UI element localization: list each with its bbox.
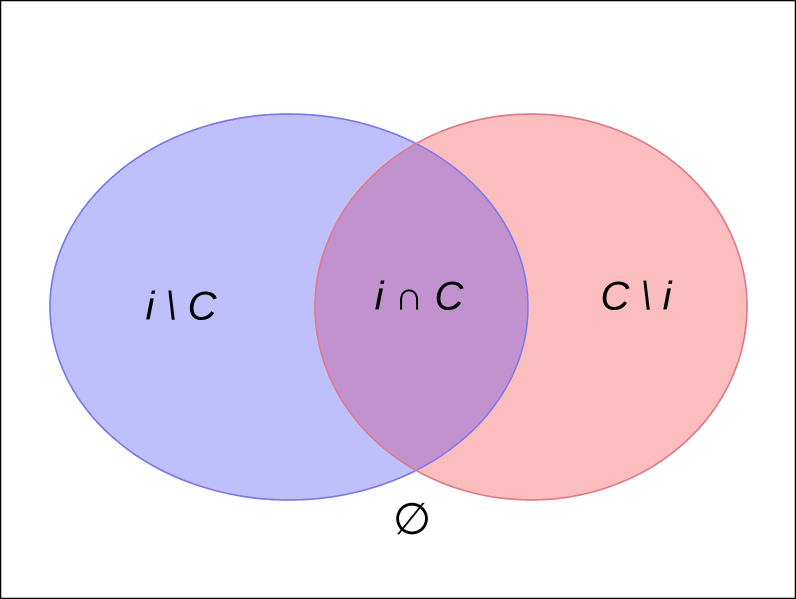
set-i-outline <box>49 113 529 501</box>
intersection-label: i ∩ C <box>375 275 465 319</box>
left-only-label: i \ C <box>145 285 217 329</box>
set-c-outline <box>314 113 748 501</box>
right-only-label: C \ i <box>600 275 672 319</box>
empty-set-label: ∅ <box>393 494 431 545</box>
intersection-region <box>315 114 528 500</box>
